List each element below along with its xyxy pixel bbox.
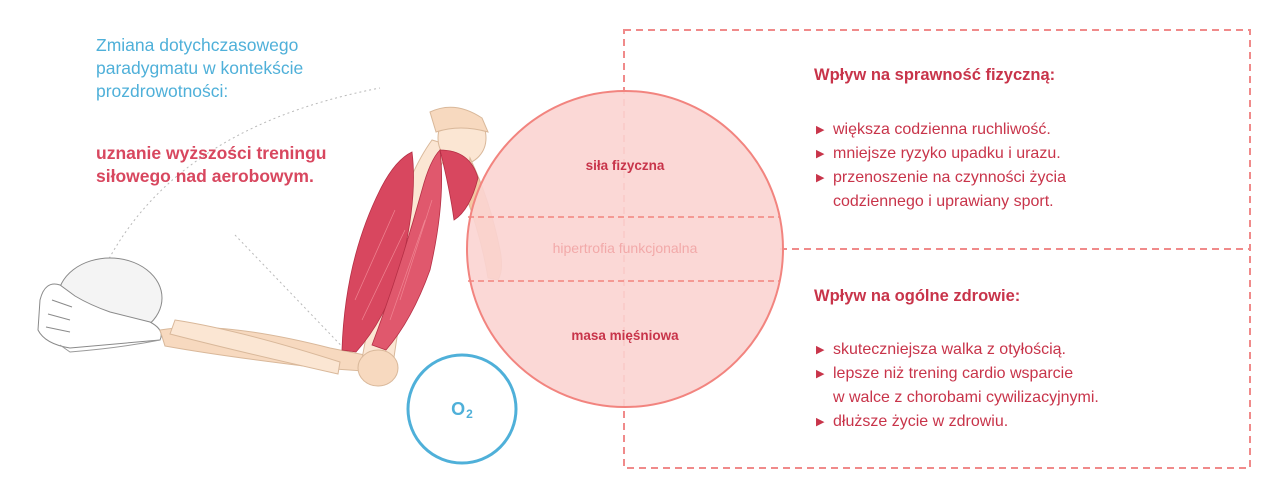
list-item-text: dłuższe życie w zdrowiu. [833, 413, 1009, 430]
fitness-list: ▶ większa codzienna ruchliwość. ▶ mniejs… [814, 118, 1234, 214]
list-item: ▶ większa codzienna ruchliwość. [814, 118, 1234, 142]
list-item: ▶ przenoszenie na czynności życia codzie… [814, 166, 1234, 214]
muscle-illustration [341, 149, 479, 353]
triangle-right-icon: ▶ [816, 148, 825, 160]
list-item: ▶ mniejsze ryzyko upadku i urazu. [814, 142, 1234, 166]
forearm-illustration [59, 319, 381, 375]
health-heading: Wpływ na ogólne zdrowie: [814, 287, 1021, 305]
triangle-right-icon: ▶ [816, 124, 825, 136]
oxygen-subscript: 2 [466, 407, 473, 421]
intro-conclusion: uznanie wyższości treningu siłowego nad … [96, 142, 396, 188]
list-item-text: przenoszenie na czynności życia [833, 169, 1067, 186]
intro-text: Zmiana dotychczasowego paradygmatu w kon… [96, 34, 396, 103]
intro-bold-line-2: siłowego nad aerobowym. [96, 166, 314, 186]
list-item: ▶ dłuższe życie w zdrowiu. [814, 410, 1234, 434]
triangle-right-icon: ▶ [816, 368, 825, 380]
oxygen-circle [406, 353, 518, 465]
list-item-continuation: codziennego i uprawiany sport. [833, 193, 1054, 210]
list-item-text: mniejsze ryzyko upadku i urazu. [833, 145, 1061, 162]
oxygen-symbol: O [451, 398, 466, 419]
triangle-right-icon: ▶ [816, 344, 825, 356]
list-item-text: lepsze niż trening cardio wsparcie [833, 365, 1074, 382]
triangle-right-icon: ▶ [816, 172, 825, 184]
intro-line-3: prozdrowotności: [96, 81, 229, 101]
list-item-continuation: w walce z chorobami cywilizacyjnymi. [833, 389, 1099, 406]
circle-middle-label: hipertrofia funkcjonalna [552, 240, 698, 256]
intro-bold-line-1: uznanie wyższości treningu [96, 143, 327, 163]
intro-line-2: paradygmatu w kontekście [96, 58, 304, 78]
guide-lines [93, 87, 381, 361]
circle-top-label: siła fizyczna [585, 158, 665, 173]
fitness-heading: Wpływ na sprawność fizyczną: [814, 66, 1056, 84]
intro-line-1: Zmiana dotychczasowego [96, 35, 299, 55]
hand-illustration [37, 257, 163, 349]
list-item-text: skuteczniejsza walka z otyłością. [833, 341, 1066, 358]
list-item: ▶ skuteczniejsza walka z otyłością. [814, 338, 1234, 362]
triangle-right-icon: ▶ [816, 416, 825, 428]
hypertrophy-circle [466, 90, 784, 408]
health-list: ▶ skuteczniejsza walka z otyłością. ▶ le… [814, 338, 1234, 434]
circle-bottom-label: masa mięśniowa [571, 328, 679, 343]
list-item-text: większa codzienna ruchliwość. [833, 121, 1051, 138]
list-item: ▶ lepsze niż trening cardio wsparcie w w… [814, 362, 1234, 410]
